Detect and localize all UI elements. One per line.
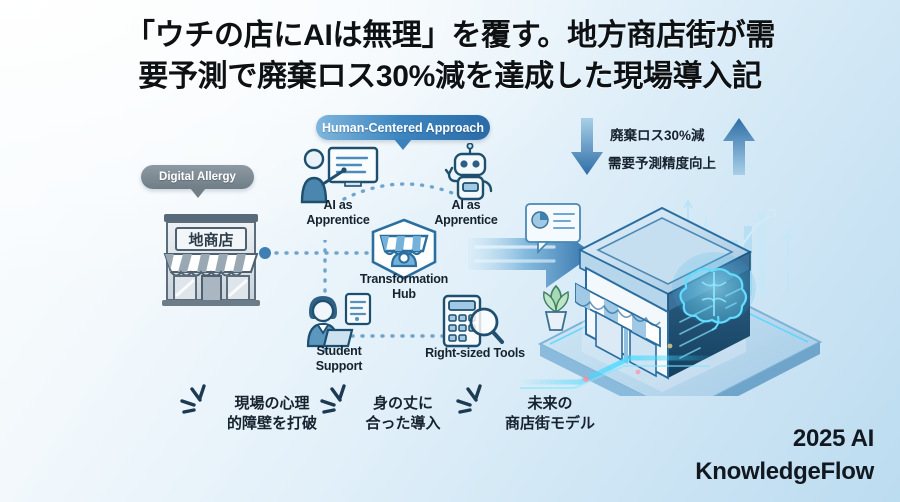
callout-line-1: 未来の — [527, 395, 573, 412]
human-centered-label: Human-Centered Approach — [321, 120, 485, 135]
callout-line-2: 的障壁を打破 — [226, 415, 317, 433]
ai-apprentice-right-caption: AI as Apprentice — [420, 198, 512, 228]
shop-awning-hub-icon — [368, 218, 440, 280]
caption-line-2: Support — [315, 358, 363, 373]
page-title: 「ウチの店にAIは無理」を覆す。地方商店街が需 要予測で廃棄ロス30%減を達成し… — [0, 16, 900, 98]
brand-signature: 2025 AI KnowledgeFlow — [695, 423, 874, 488]
storefront-sign-text: 地商店 — [188, 231, 233, 249]
transformation-hub-caption: Transformation Hub — [348, 272, 460, 302]
caption-line-2: Apprentice — [306, 212, 370, 227]
digital-allergy-badge: Digital Allergy — [141, 165, 254, 198]
calculator-magnifier-icon — [440, 294, 506, 350]
callout-future-model: 未来の 商店街モデル — [486, 394, 614, 435]
brand-line-1: 2025 AI — [792, 425, 874, 453]
caption-line-1: Student — [316, 344, 362, 358]
brand-line-2: KnowledgeFlow — [695, 457, 874, 485]
title-line-1: 「ウチの店にAIは無理」を覆す。地方商店街が需 — [124, 19, 776, 52]
forecast-accuracy-stat: 需要予測精度向上 — [608, 156, 716, 171]
digital-allergy-label: Digital Allergy — [159, 171, 236, 183]
callout-psychological: 現場の心理 的障壁を打破 — [212, 394, 332, 435]
ai-brain-hologram-icon — [672, 252, 756, 331]
person-documents-icon — [300, 292, 374, 348]
traditional-storefront-icon: 地商店 — [152, 196, 270, 314]
waste-reduction-stat: 廃棄ロス30%減 — [610, 128, 705, 143]
spark-lines-icon — [456, 384, 482, 414]
badge-tail — [189, 188, 206, 198]
dotted-connector-top — [342, 182, 468, 201]
caption-line-1: AI as — [451, 198, 481, 212]
human-centered-approach-badge: Human-Centered Approach — [316, 115, 490, 150]
caption-line-2: Hub — [392, 286, 416, 301]
caption-line-2: Apprentice — [434, 212, 498, 227]
callout-line-2: 合った導入 — [365, 415, 441, 433]
isometric-smart-store-icon — [520, 198, 823, 396]
caption-line-2: Tools — [493, 346, 526, 360]
caption-line-1: Transformation — [359, 272, 449, 286]
robot-waving-icon — [436, 142, 498, 205]
title-line-2: 要予測で廃棄ロス30%減を達成した現場導入記 — [138, 59, 762, 93]
presenter-whiteboard-icon — [297, 146, 379, 204]
callout-line-2: 商店街モデル — [504, 415, 595, 433]
potted-plant-icon — [543, 284, 569, 331]
up-arrow-icon — [723, 118, 755, 175]
spark-lines-icon — [180, 384, 206, 414]
spark-lines-icon — [320, 384, 346, 414]
down-arrow-icon — [571, 118, 603, 175]
callout-line-1: 現場の心理 — [234, 395, 310, 412]
caption-line-1: Right-sized — [425, 346, 491, 360]
student-support-caption: Student Support — [292, 344, 386, 374]
callout-right-fit: 身の丈に 合った導入 — [350, 394, 456, 435]
right-sized-tools-caption: Right-sized Tools — [424, 346, 526, 361]
dotted-connector-lines — [259, 240, 380, 358]
badge-tail — [394, 139, 412, 150]
caption-line-1: AI as — [323, 198, 353, 212]
ai-apprentice-left-caption: AI as Apprentice — [292, 198, 384, 228]
dashboard-card-icon — [525, 203, 581, 255]
callout-line-1: 身の丈に — [372, 395, 433, 412]
